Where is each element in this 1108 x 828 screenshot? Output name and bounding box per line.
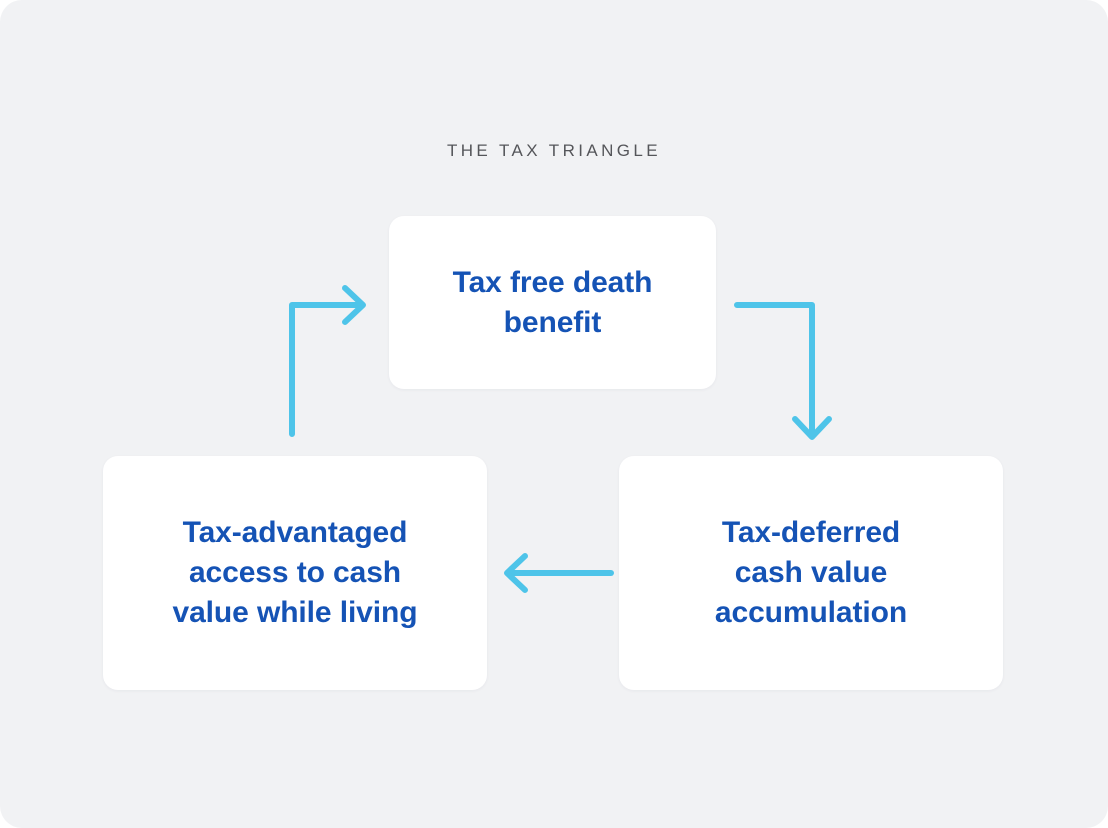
arrow-left-to-top — [289, 285, 366, 437]
page-title: THE TAX TRIANGLE — [446, 141, 662, 160]
node-label: Tax-advantaged access to cash value whil… — [172, 516, 418, 629]
node-tax-advantaged-access: Tax-advantaged access to cash value whil… — [103, 456, 487, 690]
node-tax-free-death-benefit: Tax free death benefit — [389, 216, 716, 389]
arrow-right-to-left — [504, 553, 614, 593]
node-label: Tax-deferred cash value accumulation — [714, 516, 908, 629]
node-tax-deferred-accumulation: Tax-deferred cash value accumulation — [619, 456, 1003, 690]
node-label: Tax free death benefit — [452, 265, 653, 339]
arrow-top-to-right — [734, 302, 832, 440]
